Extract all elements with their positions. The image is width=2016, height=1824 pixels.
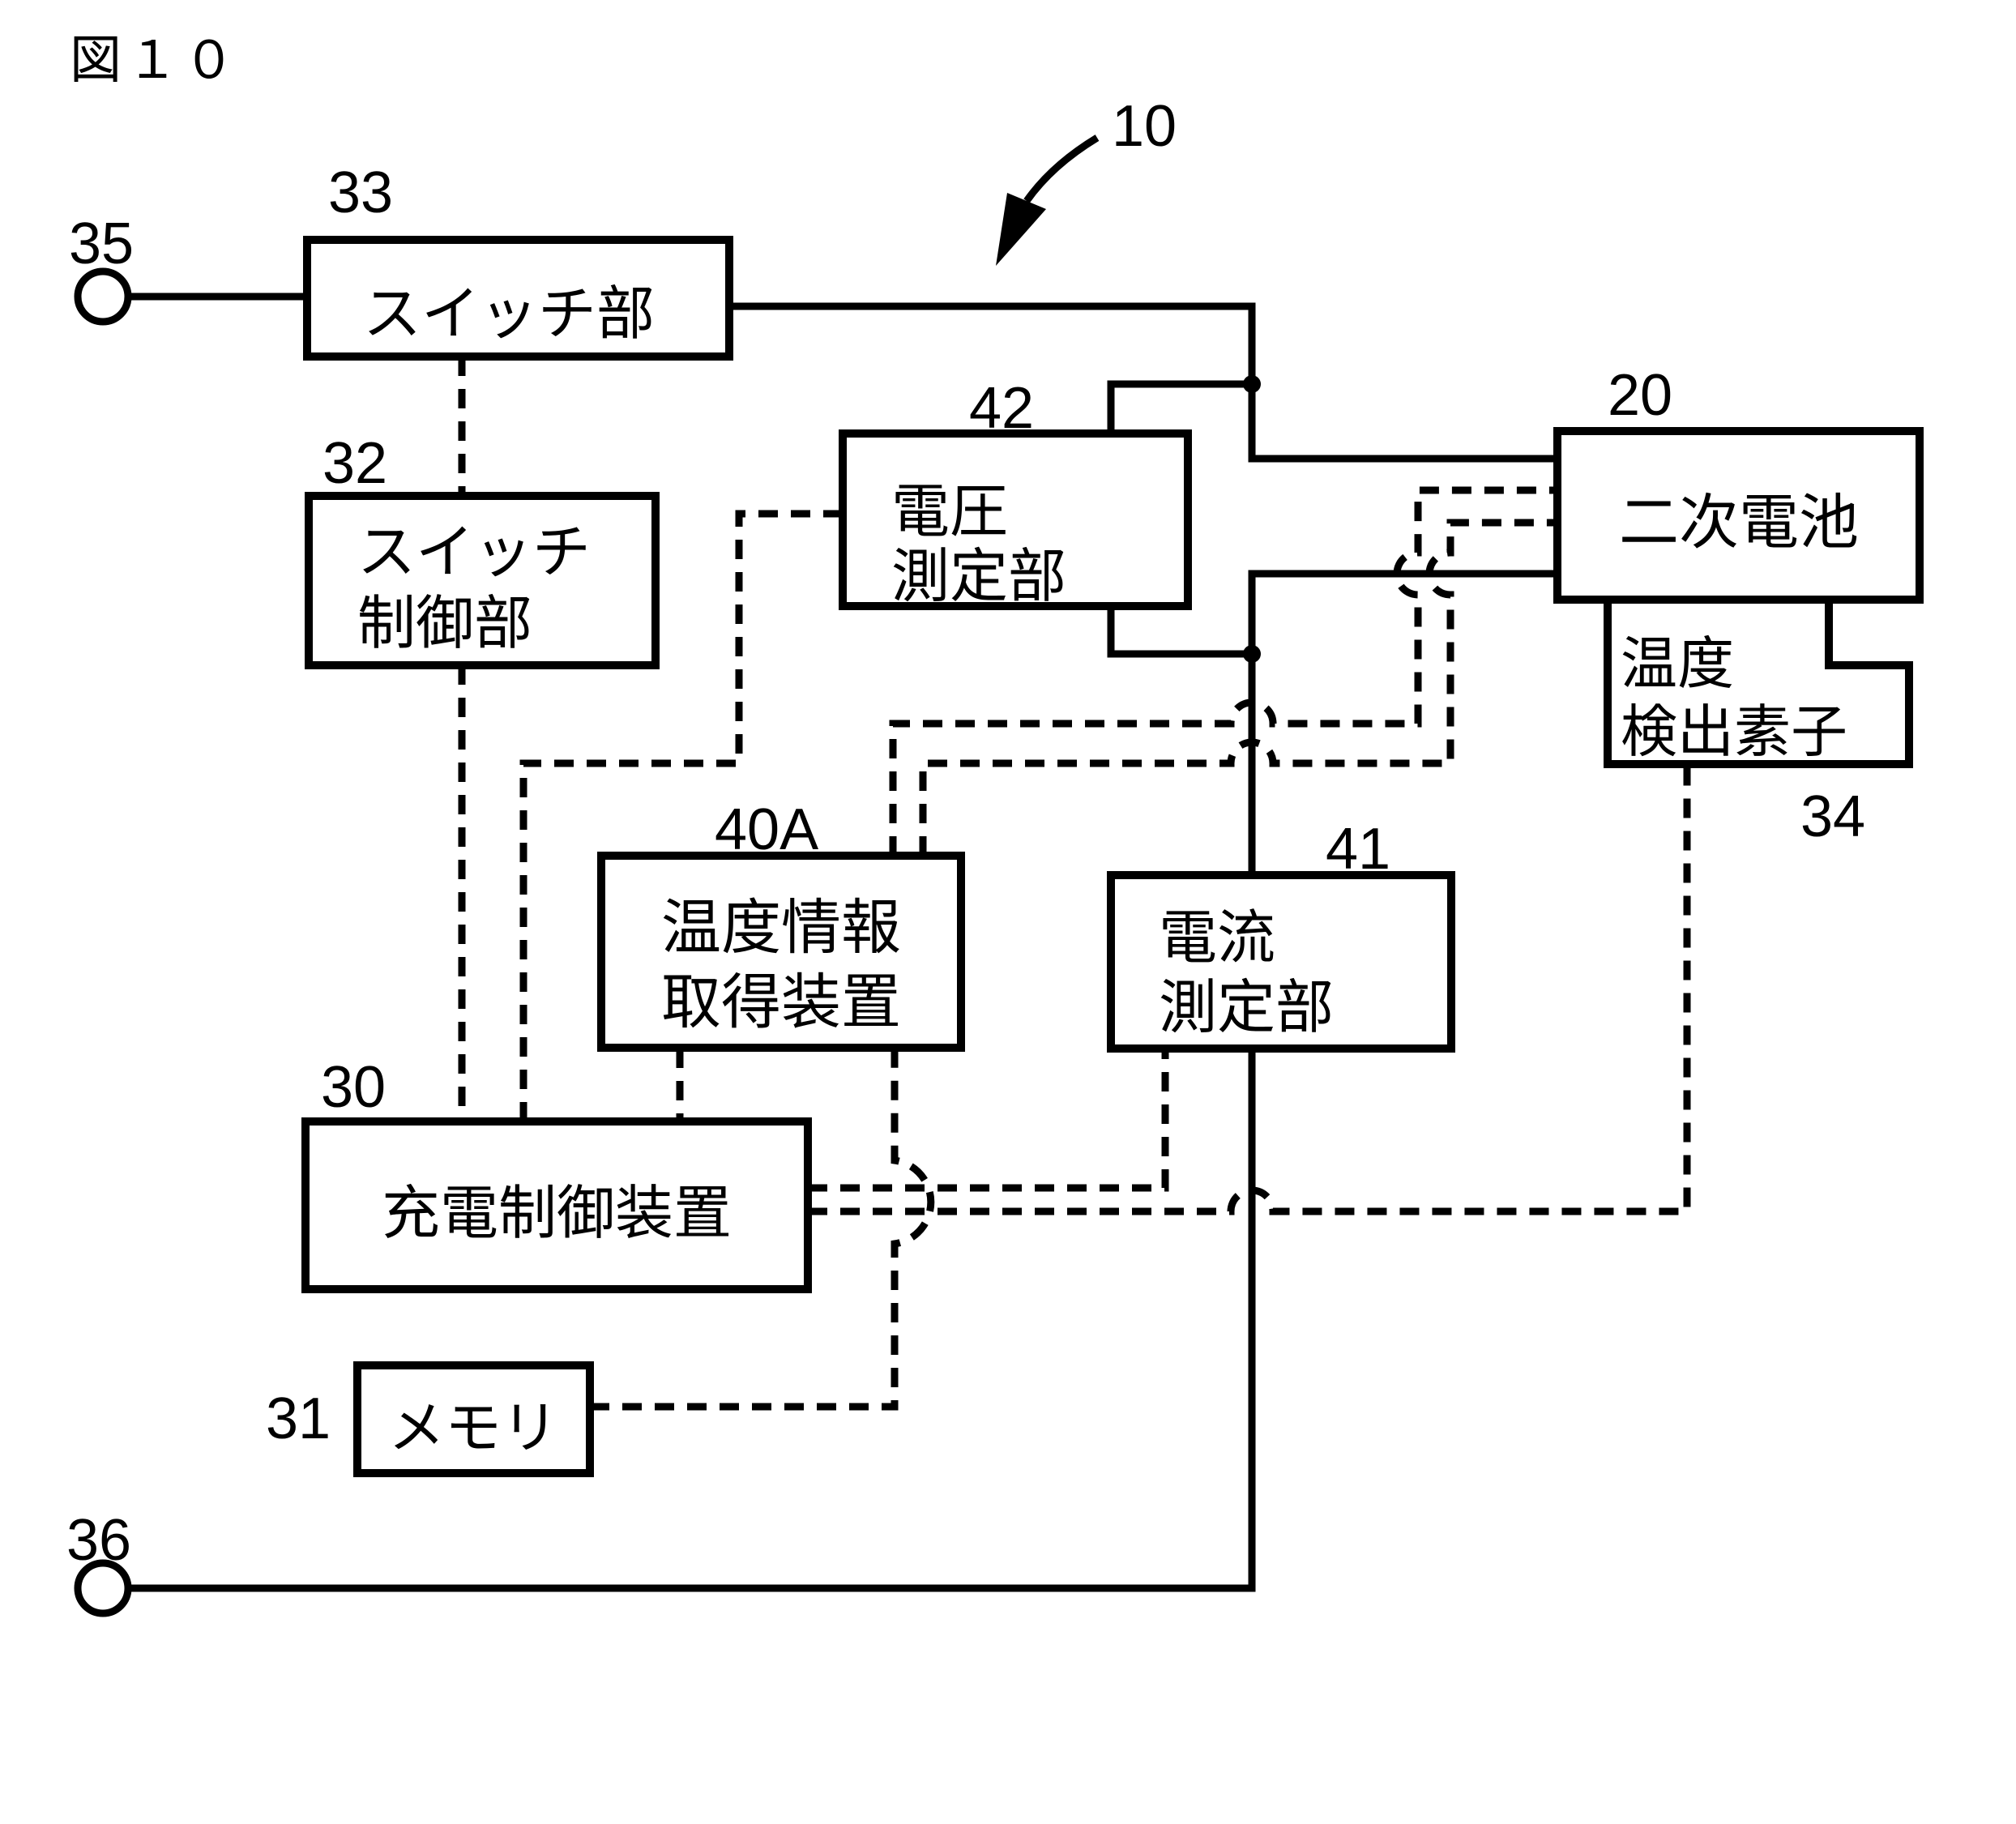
ref-label-34: 34: [1800, 784, 1865, 849]
block-switch-control-line2: 制御部: [357, 589, 532, 657]
blocks: スイッチ部 スイッチ 制御部 電圧 測定部 二次電池 温度 検出素子 温度情報 …: [301, 236, 1924, 1477]
ref-label-32: 32: [322, 431, 387, 496]
block-charge-control: [301, 1117, 812, 1293]
dash-tempinfo-to-battery-2: [919, 519, 1557, 856]
block-switch-control: [305, 492, 660, 669]
ref-label-10: 10: [1112, 94, 1177, 159]
block-temp-sensor-line1: 温度: [1621, 630, 1734, 697]
solid-wires: [128, 293, 1557, 1592]
device-ref-arrow: [996, 135, 1100, 266]
ref-label-35: 35: [69, 211, 134, 276]
block-voltage-meter-line2: 測定部: [891, 542, 1066, 610]
block-voltage-meter: [839, 429, 1192, 610]
dash-tempinfo-to-battery-1: [889, 486, 1557, 856]
ref-label-31: 31: [266, 1386, 331, 1451]
terminal-35-circle: [74, 267, 132, 326]
block-charge-control-label: 充電制御装置: [382, 1179, 732, 1247]
block-memory-label: メモリ: [388, 1395, 558, 1461]
ref-label-42: 42: [969, 376, 1034, 441]
block-switch-control-line1: スイッチ: [357, 518, 591, 586]
block-current-meter-line1: 電流: [1159, 903, 1275, 972]
ref-label-40A: 40A: [715, 797, 818, 862]
wire-current-to-terminal36: [128, 1049, 1256, 1592]
wire-branch-voltage-bottom: [1107, 606, 1252, 658]
dash-memory-to-tempinfo: [590, 1049, 935, 1411]
block-switch-label: スイッチ部: [363, 280, 655, 348]
ref-label-30: 30: [321, 1055, 386, 1120]
figure-title: 図１０: [70, 31, 240, 91]
ref-label-36: 36: [66, 1508, 131, 1573]
block-temp-info-line2: 取得装置: [661, 968, 901, 1037]
dash-chargecontrol-to-currentmeter: [808, 1049, 1169, 1192]
wire-battery-bottom-to-current: [1248, 570, 1557, 875]
block-voltage-meter-line1: 電圧: [891, 477, 1008, 545]
dash-voltagemeter-to-chargecontrol: [519, 510, 843, 1121]
block-battery: [1553, 427, 1924, 604]
block-switch: [303, 236, 733, 361]
block-current-meter: [1107, 871, 1455, 1053]
ref-label-20: 20: [1608, 363, 1672, 428]
block-temp-info-line1: 温度情報: [661, 893, 901, 963]
ref-label-41: 41: [1326, 817, 1390, 882]
block-temp-sensor-line2: 検出素子: [1621, 698, 1847, 765]
terminal-36-circle: [74, 1559, 132, 1617]
dashed-signal-lines: [458, 357, 1691, 1411]
junction-dot-top: [1243, 375, 1261, 393]
arrowhead-icon: [996, 193, 1046, 266]
junction-dot-bottom: [1243, 645, 1261, 663]
block-battery-label: 二次電池: [1619, 488, 1859, 557]
block-memory: [353, 1361, 594, 1477]
reference-labels: 図１０ 10 33 35 32 42 20 34 40A 41 30 31 36: [66, 31, 1865, 1573]
block-temp-sensor: [1604, 596, 1913, 768]
block-temp-info: [597, 852, 965, 1052]
arrow-curve: [1023, 135, 1100, 203]
dash-chargecontrol-to-tempsensor: [808, 764, 1691, 1215]
block-current-meter-line2: 測定部: [1159, 973, 1334, 1041]
wire-branch-voltage-top: [1107, 380, 1252, 434]
ref-label-33: 33: [328, 160, 393, 225]
